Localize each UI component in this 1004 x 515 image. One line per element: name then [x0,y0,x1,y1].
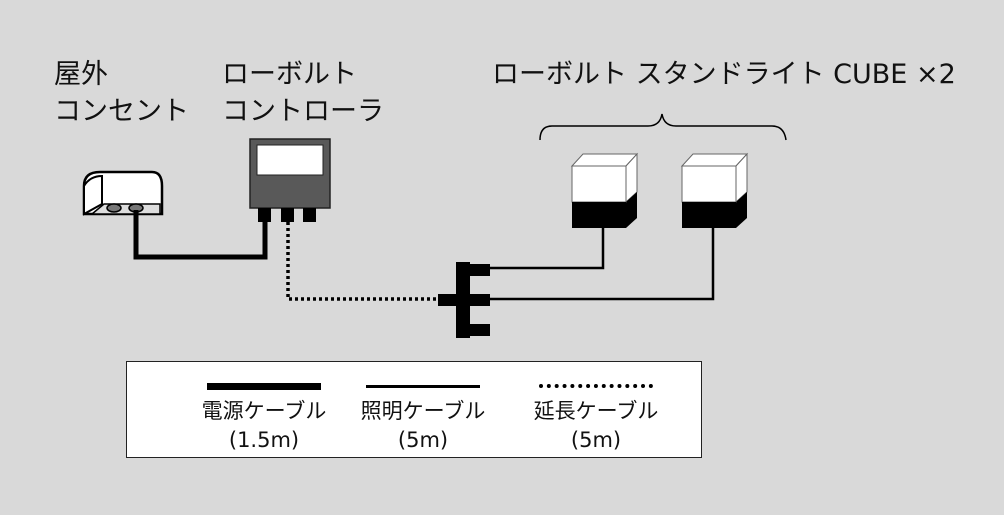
extension-cable [286,222,438,301]
legend-power-name: 電源ケーブル [201,399,327,423]
controller-label-line2: コントローラ [222,96,384,127]
lights-brace [539,113,787,141]
outdoor-outlet-icon [82,170,164,216]
outlet-label-line2: コンセント [54,96,189,127]
lighting-cable-1 [490,228,605,270]
lights-label: ローボルト スタンドライト CUBE ×2 [492,59,956,90]
cable-legend: 電源ケーブル (1.5m) 照明ケーブル (5m) 延長ケーブル (5m) [126,361,702,458]
cube-light-1-icon [570,152,639,228]
legend-lighting-line [366,385,480,388]
legend-extension-length: (5m) [570,428,622,452]
legend-power-length: (1.5m) [228,428,300,452]
power-cable [133,210,268,260]
controller-label-line1: ローボルト [222,59,357,90]
cable-splitter-icon [438,262,490,338]
outlet-label-line1: 屋外 [54,59,108,90]
legend-extension-name: 延長ケーブル [533,399,659,423]
legend-lighting-length: (5m) [397,428,449,452]
legend-lighting-name: 照明ケーブル [360,399,486,423]
legend-power-line [207,383,321,390]
low-voltage-controller-icon [249,138,331,222]
lighting-cable-2 [490,228,715,301]
cube-light-2-icon [680,152,749,228]
legend-extension-line [539,384,653,388]
